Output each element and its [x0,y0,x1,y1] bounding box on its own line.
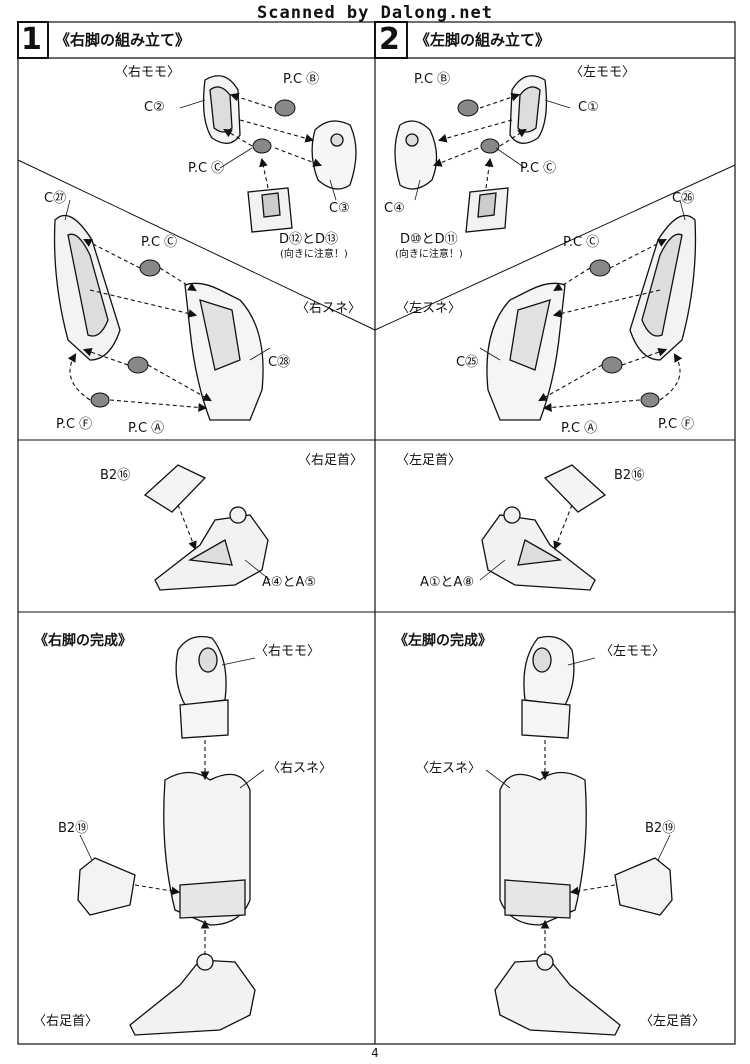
left-shin-pc-c-label: P.C Ⓒ [563,235,600,250]
left-shin-front-part [486,282,566,421]
left-ankle-label: 〈左足首〉 [396,453,462,468]
left-shin-label: 〈左スネ〉 [396,301,462,316]
page-number: 4 [371,1046,379,1060]
right-shin-pc-c-label: P.C Ⓒ [141,235,178,250]
right-thigh-outer-part [202,75,241,144]
right-shin-label: 〈右スネ〉 [296,301,362,316]
left-ankle-arrow [553,504,573,551]
left-thigh-label: 〈左モモ〉 [570,65,636,80]
right-shin-c-back-label: C㉗ [44,191,67,206]
right-thigh-c-outer-label: C② [144,100,165,115]
left-thigh-d-parts-label: D⑩とD⑪ [400,232,458,247]
right-thigh-label: 〈右モモ〉 [115,65,181,80]
right-shin-front-part [184,282,264,421]
left-thigh-orientation-note: (向きに注意！) [395,249,463,260]
right-thigh-orientation-note: (向きに注意！) [280,249,348,260]
right-thigh-c-inner-label: C③ [329,201,350,216]
left-leg-complete-title: 《左脚の完成》 [394,633,492,649]
right-thigh-pc-c-label: P.C Ⓒ [188,161,225,176]
left-shin-arrows [538,239,683,412]
left-ankle-b2-part [543,464,607,513]
left-shin-pc-joints [589,259,660,408]
right-leg-complete-title: 《右脚の完成》 [34,633,132,649]
right-complete-arrows [134,740,210,955]
right-shin-arrows [67,239,212,412]
right-ankle-label: 〈右足首〉 [298,453,364,468]
right-ankle-a-parts [154,506,269,591]
step-1-number: 1 [21,22,42,57]
right-ankle-b2-part [143,464,207,513]
left-complete-ankle-label: 〈左足首〉 [640,1014,706,1029]
right-thigh-inner-part [311,120,357,190]
left-ankle-b2-label: B2⑯ [614,468,645,483]
left-shin-c-back-label: C㉖ [672,191,695,206]
right-complete-b2 [77,857,136,916]
right-thigh-d-parts-label: D⑫とD⑬ [279,232,339,247]
right-thigh-pc-b-label: P.C Ⓑ [283,72,320,87]
step-1-title: 《右脚の組み立て》 [55,31,191,49]
right-complete-thigh-label: 〈右モモ〉 [255,644,321,659]
pc-c-joint-left [480,138,500,154]
right-ankle-arrow [177,504,197,551]
scan-banner: Scanned by Dalong.net [257,3,493,23]
left-thigh-pc-b-label: P.C Ⓑ [414,72,451,87]
left-thigh-arrows [432,92,527,189]
right-complete-ankle-label: 〈右足首〉 [33,1014,99,1029]
right-shin-pc-f-label: P.C Ⓕ [56,417,93,432]
left-shin-back-part [629,214,697,361]
right-ankle-a-parts-label: A④とA⑤ [262,575,317,590]
pc-c-joint-right [252,138,272,154]
section-dividers [17,159,736,613]
left-thigh-pc-c-label: P.C Ⓒ [520,161,557,176]
left-shin-pc-f-label: P.C Ⓕ [658,417,695,432]
right-shin-c-front-label: C㉘ [268,355,291,370]
right-complete-shin [163,771,251,926]
left-thigh-inner-part [394,120,438,190]
left-complete-shin [499,771,587,926]
right-complete-b2-label: B2⑲ [58,821,89,836]
page-frame [17,21,736,1045]
left-ankle-a-parts-label: A①とA⑧ [420,575,475,590]
leader-lines [64,99,686,861]
left-shin-c-front-label: C㉕ [456,355,479,370]
right-shin-back-part [53,214,121,361]
step-2-number: 2 [379,22,400,57]
left-thigh-c-inner-label: C④ [384,201,405,216]
step-2-title: 《左脚の組み立て》 [415,31,551,49]
right-thigh-arrows [223,92,323,189]
left-complete-ankle [494,953,621,1036]
right-hip-block-part [247,187,293,233]
right-complete-shin-label: 〈右スネ〉 [267,761,333,776]
left-complete-arrows [540,740,616,955]
left-hip-block-part [465,187,509,233]
right-shin-pc-a-label: P.C Ⓐ [128,421,165,436]
left-complete-shin-label: 〈左スネ〉 [416,761,482,776]
left-complete-thigh-label: 〈左モモ〉 [600,644,666,659]
left-complete-b2 [614,857,673,916]
left-ankle-a-parts [481,506,596,591]
left-complete-b2-label: B2⑲ [645,821,676,836]
left-thigh-outer-part [509,75,548,144]
pc-b-joint-right [274,99,296,117]
left-thigh-c-outer-label: C① [578,100,599,115]
left-complete-thigh [521,635,575,739]
right-complete-thigh [175,635,229,739]
left-shin-pc-a-label: P.C Ⓐ [561,421,598,436]
right-complete-ankle [129,953,256,1036]
pc-b-joint-left [457,99,479,117]
right-ankle-b2-label: B2⑯ [100,468,131,483]
